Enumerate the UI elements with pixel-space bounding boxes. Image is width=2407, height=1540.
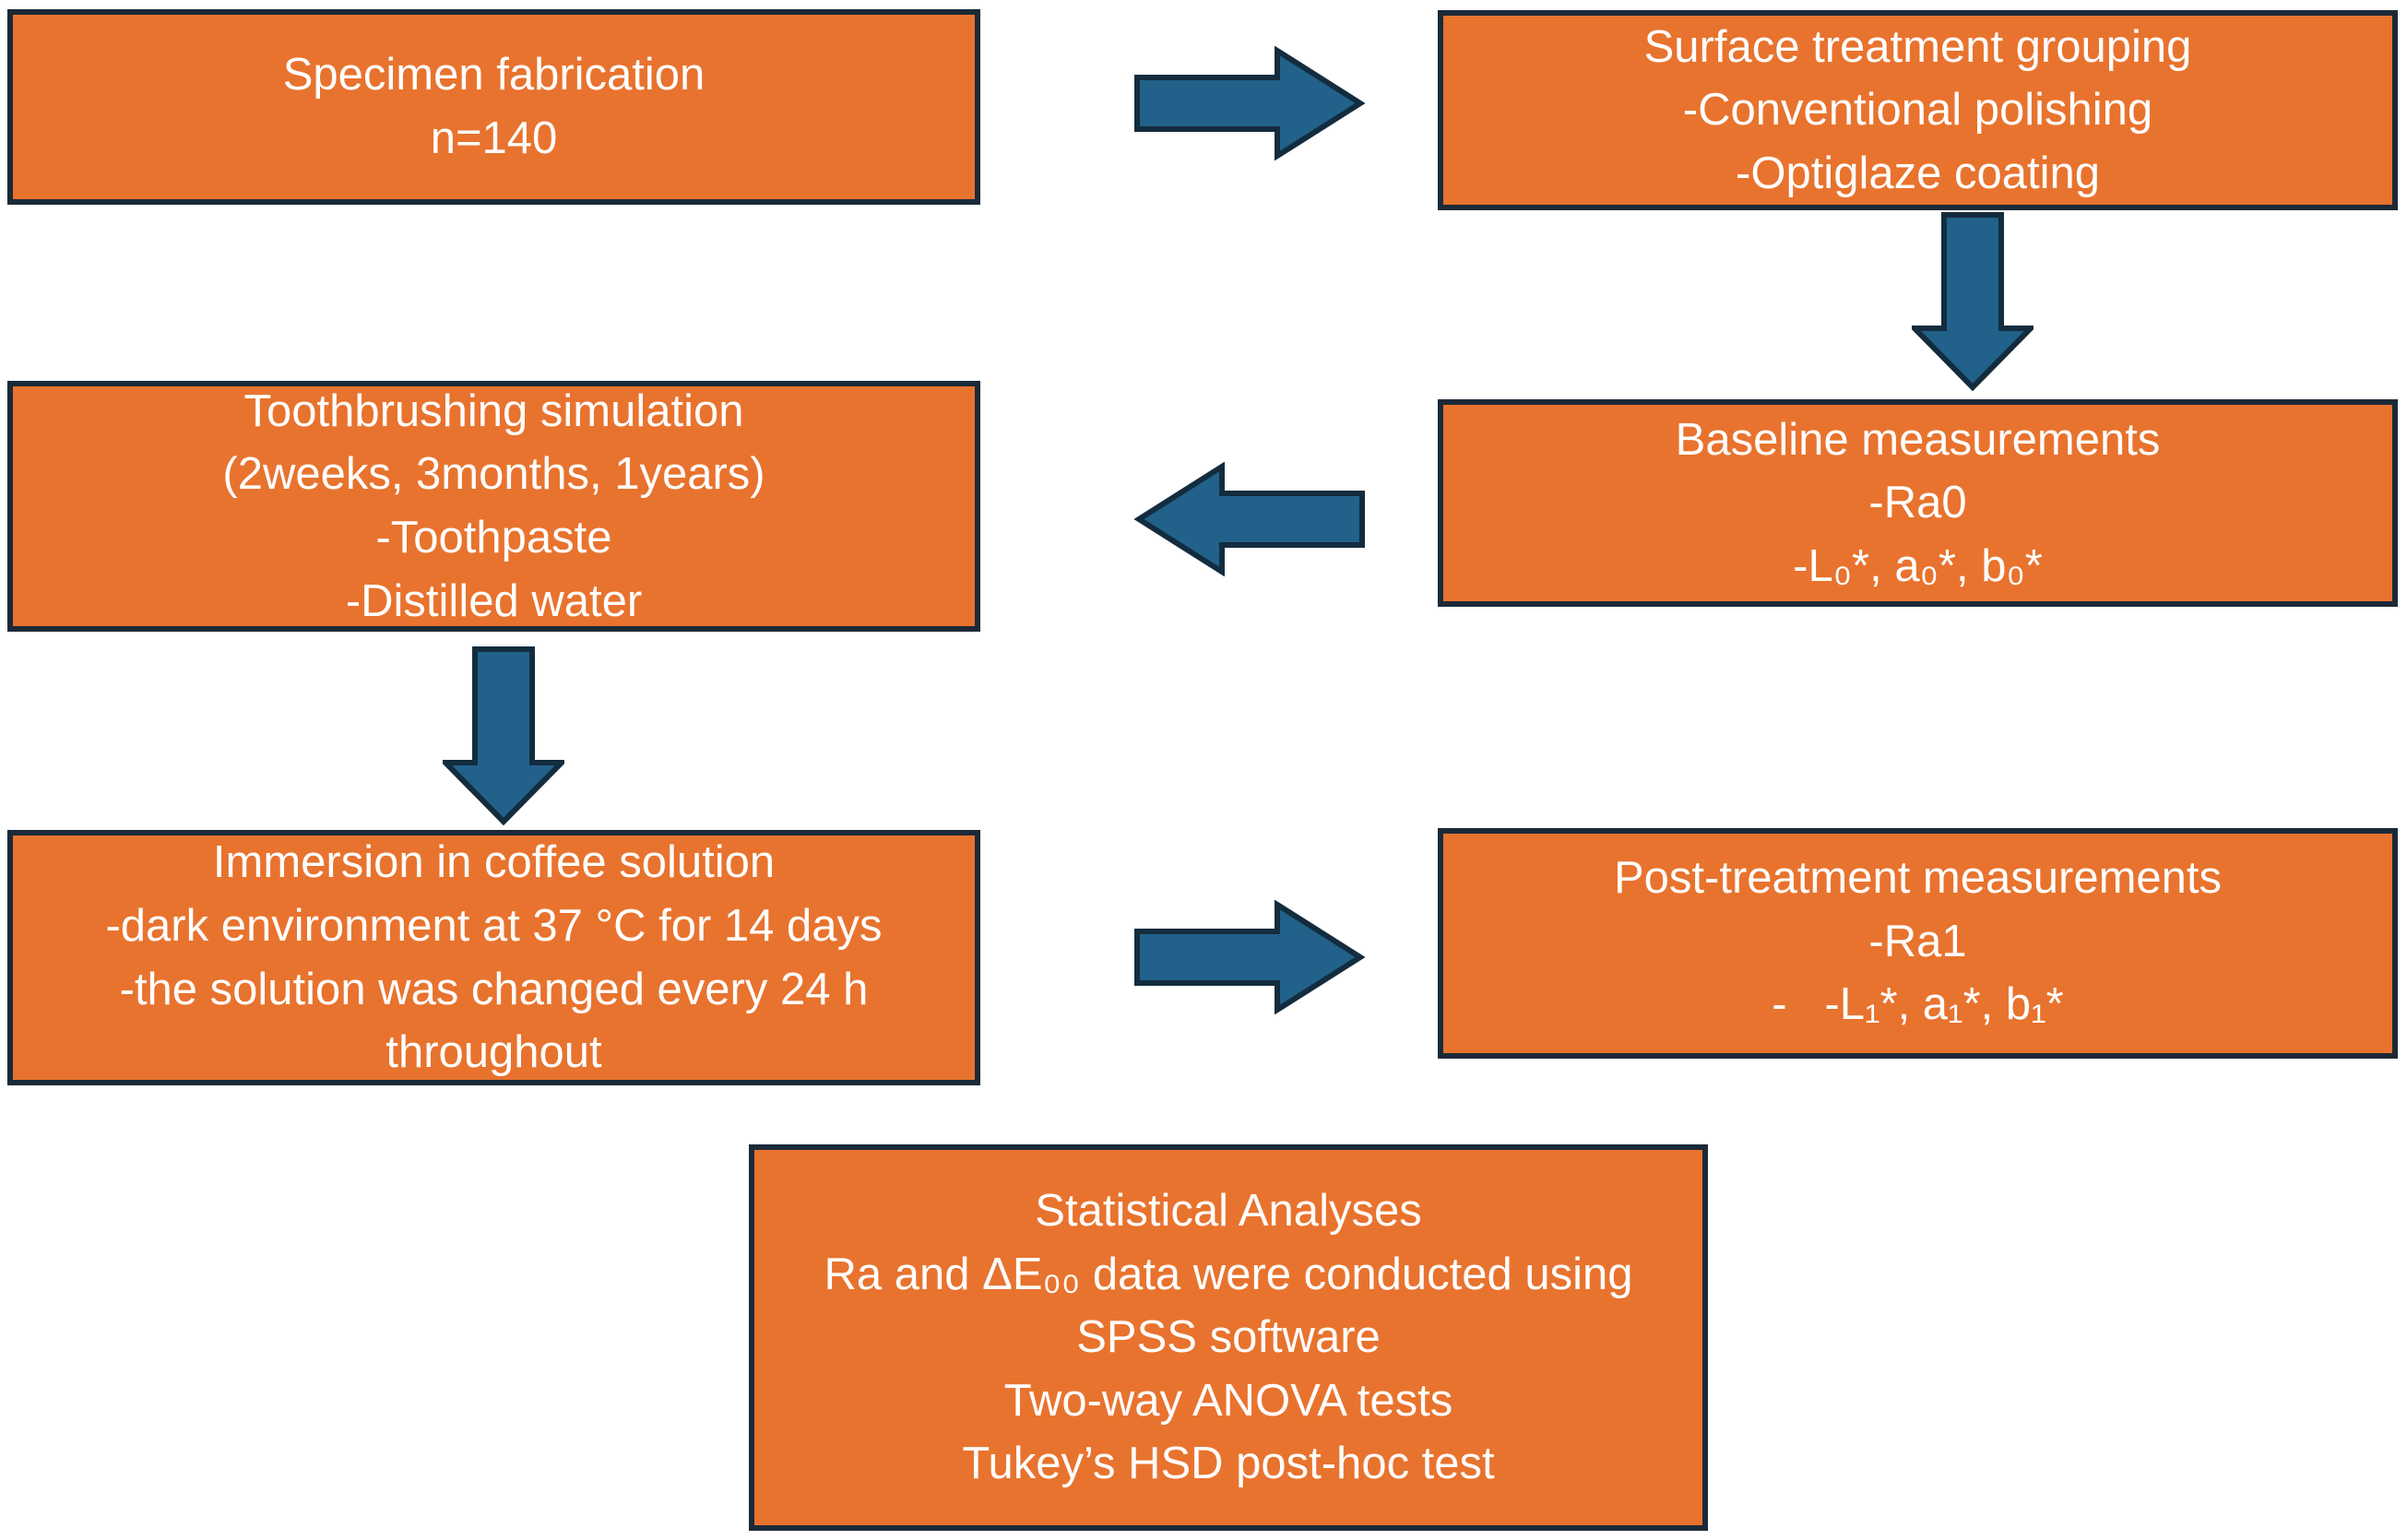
box-title: Toothbrushing simulation <box>243 385 744 436</box>
box-detail: -dark environment at 37 °C for 14 days <box>105 900 883 951</box>
box-title: Statistical Analyses <box>1035 1186 1422 1237</box>
box-detail: -Conventional polishing <box>1682 85 2153 136</box>
box-title: Immersion in coffee solution <box>212 837 776 888</box>
box-detail: (2weeks, 3months, 1years) <box>222 449 765 500</box>
arrow-down-icon <box>1912 212 2034 391</box>
box-detail: -the solution was changed every 24 h <box>119 964 869 1014</box>
box-statistical-analyses: Statistical Analyses Ra and ΔE₀₀ data we… <box>749 1144 1708 1531</box>
box-title: Surface treatment grouping <box>1643 21 2192 72</box>
box-title: Specimen fabrication <box>282 50 706 101</box>
box-detail: -L₀*, a₀*, b₀* <box>1793 540 2043 591</box>
box-detail: SPSS software <box>1076 1312 1381 1363</box>
box-specimen-fabrication: Specimen fabrication n=140 <box>7 9 980 205</box>
box-detail: -Distilled water <box>345 575 643 626</box>
box-surface-treatment-grouping: Surface treatment grouping -Conventional… <box>1438 10 2398 210</box>
box-title: Baseline measurements <box>1675 414 2161 465</box>
box-title: Post-treatment measurements <box>1613 853 2223 903</box>
box-posttreatment-measurements: Post-treatment measurements -Ra1 - -L₁*,… <box>1438 828 2398 1059</box>
arrow-right-icon <box>1134 900 1365 1014</box>
box-detail: n=140 <box>430 113 558 163</box>
box-detail: -Optiglaze coating <box>1736 148 2100 198</box>
box-detail: throughout <box>385 1027 602 1078</box>
box-detail: -Toothpaste <box>375 513 612 563</box>
box-detail: - -L₁*, a₁*, b₁* <box>1772 979 2064 1030</box>
box-baseline-measurements: Baseline measurements -Ra0 -L₀*, a₀*, b₀… <box>1438 399 2398 607</box>
arrow-left-icon <box>1133 462 1365 576</box>
box-detail: -Ra0 <box>1868 478 1967 528</box>
box-toothbrushing-simulation: Toothbrushing simulation (2weeks, 3month… <box>7 381 980 632</box>
box-detail: -Ra1 <box>1868 916 1967 966</box>
box-detail: Ra and ΔE₀₀ data were conducted using <box>824 1249 1633 1299</box>
arrow-down-icon <box>443 646 564 825</box>
box-immersion-coffee-solution: Immersion in coffee solution -dark envir… <box>7 830 980 1085</box>
box-detail: Two-way ANOVA tests <box>1003 1375 1453 1426</box>
arrow-right-icon <box>1134 46 1365 160</box>
box-detail: Tukey’s HSD post-hoc test <box>962 1439 1495 1489</box>
